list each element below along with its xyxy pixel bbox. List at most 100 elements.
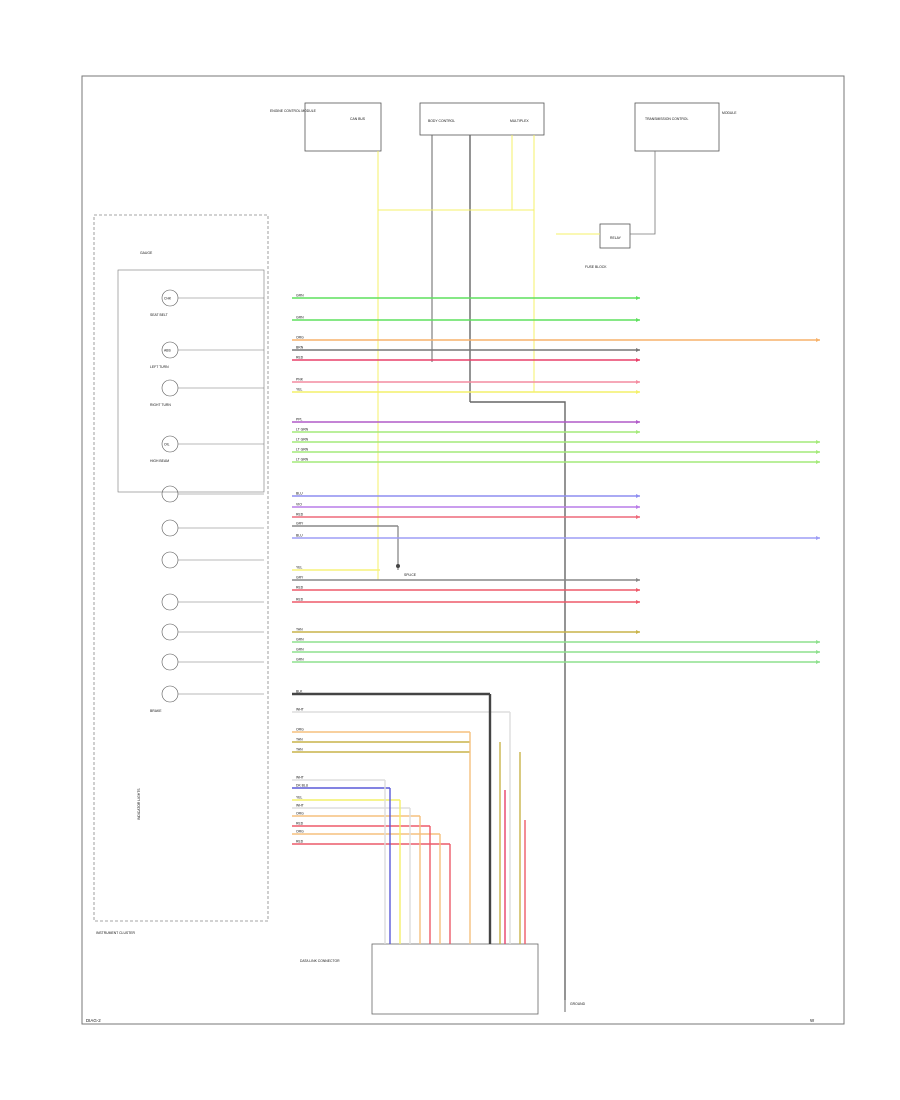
module-ecm: ENGINE CONTROL MODULE CAN BUS bbox=[270, 102, 382, 152]
wire-run: LT GRN bbox=[292, 458, 820, 464]
wire-code: GRN bbox=[296, 638, 304, 642]
wire-run: RED bbox=[292, 822, 430, 827]
wire-code: GRY bbox=[296, 576, 304, 580]
wire-code: YEL bbox=[296, 388, 303, 392]
wire-run: BLU bbox=[292, 492, 640, 498]
wire-code: WHT bbox=[296, 804, 304, 808]
wire-run: DK BLU bbox=[292, 784, 390, 789]
indicator-symbol: CHK bbox=[164, 297, 172, 301]
vertical-trunks bbox=[377, 135, 656, 1000]
module-tcm-desc: MODULE bbox=[722, 111, 737, 115]
module-bcm: BODY CONTROL MULTIPLEX bbox=[419, 102, 545, 136]
indicator-lamp bbox=[161, 653, 264, 671]
wire-layer: GRN GRN ORG BRN RED PNK YEL PPL LT GRN LT GRN LT G… bbox=[292, 294, 820, 845]
wire-run: RED bbox=[292, 598, 640, 604]
relay-box: RELAY FUSE BLOCK bbox=[585, 223, 631, 269]
wire-run: GRN bbox=[292, 316, 640, 322]
wire-run: GRN bbox=[292, 294, 640, 300]
wire-code: LT GRN bbox=[296, 448, 309, 452]
wire-code: LT GRN bbox=[296, 428, 309, 432]
indicator-label: RIGHT TURN bbox=[150, 403, 171, 407]
wire-run: RED bbox=[292, 356, 640, 362]
indicator-lamp bbox=[161, 519, 264, 537]
instrument-cluster: GAUGE INSTRUMENT CLUSTER INDICATOR LIGHT… bbox=[93, 214, 269, 935]
module-ecm-label: ENGINE CONTROL MODULE bbox=[270, 109, 317, 113]
wire-code: RED bbox=[296, 356, 304, 360]
wire-run: RED bbox=[292, 840, 450, 845]
wire-code: BRN bbox=[296, 346, 304, 350]
indicator-symbol: ABS bbox=[164, 349, 172, 353]
cluster-top-label: GAUGE bbox=[140, 251, 153, 255]
wire-run: RED bbox=[292, 513, 640, 519]
module-tcm-label: TRANSMISSION CONTROL bbox=[645, 117, 688, 121]
wire-run: LT GRN bbox=[292, 448, 820, 454]
splice-label: SPLICE bbox=[404, 573, 417, 577]
relay-desc: FUSE BLOCK bbox=[585, 265, 607, 269]
cluster-inner-label: INDICATOR LIGHTS bbox=[137, 788, 141, 820]
wire-run: WHT bbox=[292, 776, 385, 781]
wire-run: LT GRN bbox=[292, 438, 820, 444]
wire-code: ORG bbox=[296, 812, 304, 816]
wire-code: RED bbox=[296, 598, 304, 602]
wire-run: BRN bbox=[292, 346, 640, 352]
wire-code: GRN bbox=[296, 294, 304, 298]
wire-code: PPL bbox=[296, 418, 303, 422]
wire-run: GRY bbox=[292, 522, 398, 527]
wire-run: RED bbox=[292, 586, 640, 592]
wire-run: ORG bbox=[292, 830, 440, 835]
ground-symbol: GROUND bbox=[564, 1000, 586, 1012]
indicator-label: SEAT BELT bbox=[150, 313, 168, 317]
wire-run: GRN bbox=[292, 648, 820, 654]
lower-fan bbox=[384, 694, 526, 944]
wire-code: GRY bbox=[296, 522, 304, 526]
indicator-layer: CHK SEAT BELT ABS LEFT TURN RIGHT TURN OILHIG… bbox=[150, 289, 264, 713]
module-tcm: TRANSMISSION CONTROL MODULE bbox=[634, 102, 737, 152]
wire-run: GRY bbox=[292, 576, 640, 582]
wire-run: VIO bbox=[292, 503, 640, 509]
wire-code: PNK bbox=[296, 378, 304, 382]
wire-run: TAN bbox=[292, 628, 640, 634]
wire-run: LT GRN bbox=[292, 428, 640, 434]
indicator-label: LEFT TURN bbox=[150, 365, 169, 369]
cluster-label: INSTRUMENT CLUSTER bbox=[96, 931, 135, 935]
wire-code: GRN bbox=[296, 658, 304, 662]
wire-run: TAN bbox=[292, 738, 470, 743]
indicator-lamp bbox=[161, 485, 264, 503]
indicator-lamp bbox=[161, 623, 264, 641]
wire-run: ORG bbox=[292, 728, 470, 733]
wire-run: WHT bbox=[292, 804, 410, 809]
indicator-lamp: BRAKE bbox=[150, 685, 264, 713]
indicator-lamp: ABS LEFT TURN bbox=[150, 341, 264, 369]
indicator-label: HIGH BEAM bbox=[150, 459, 169, 463]
wire-code: VIO bbox=[296, 503, 302, 507]
page-label: W bbox=[810, 1018, 815, 1023]
wire-code: TAN bbox=[296, 748, 303, 752]
wire-code: DK BLU bbox=[296, 784, 309, 788]
wire-code: RED bbox=[296, 586, 304, 590]
wire-code: GRN bbox=[296, 316, 304, 320]
wire-run: YEL bbox=[292, 796, 400, 801]
wire-run: BLU bbox=[292, 534, 820, 540]
indicator-lamp: RIGHT TURN bbox=[150, 379, 264, 407]
wire-code: ORG bbox=[296, 336, 304, 340]
wire-run: GRN bbox=[292, 658, 820, 664]
wire-code: ORG bbox=[296, 728, 304, 732]
wire-run: YEL bbox=[292, 566, 380, 571]
wire-run: YEL bbox=[292, 388, 640, 394]
indicator-lamp: CHK SEAT BELT bbox=[150, 289, 264, 317]
wire-code: RED bbox=[296, 513, 304, 517]
wire-code: RED bbox=[296, 840, 304, 844]
relay-label: RELAY bbox=[610, 236, 622, 240]
wire-code: YEL bbox=[296, 566, 303, 570]
wire-code: TAN bbox=[296, 738, 303, 742]
wire-code: WHT bbox=[296, 708, 304, 712]
wire-run: PNK bbox=[292, 378, 640, 384]
wire-code: LT GRN bbox=[296, 438, 309, 442]
wire-code: BLU bbox=[296, 492, 303, 496]
wire-code: LT GRN bbox=[296, 458, 309, 462]
ground-label: GROUND bbox=[570, 1002, 586, 1006]
splice-point: SPLICE bbox=[396, 564, 417, 577]
module-bcm-desc: MULTIPLEX bbox=[510, 119, 529, 123]
